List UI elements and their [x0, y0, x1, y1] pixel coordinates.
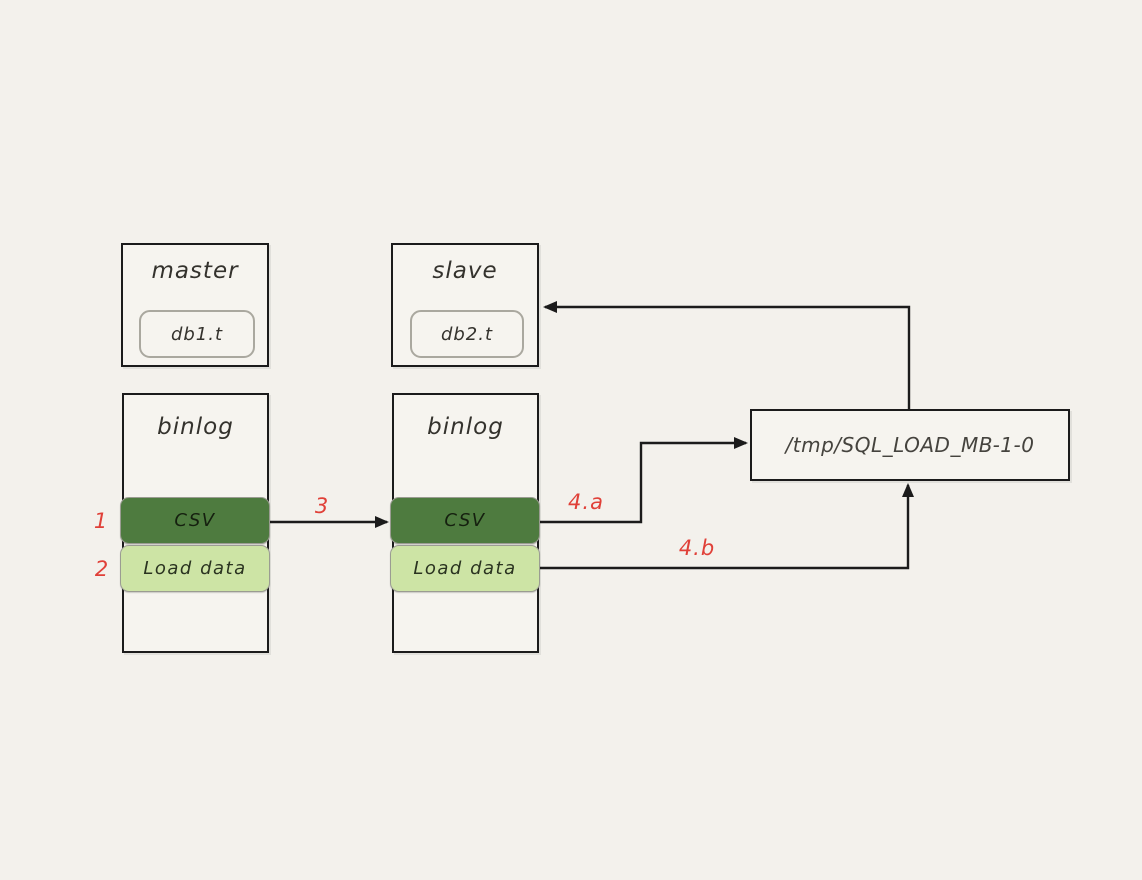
step-label-1: 1: [93, 509, 109, 533]
step-label-3: 3: [314, 494, 330, 518]
master-table-label: db1.t: [170, 323, 224, 345]
step-label-4a: 4.a: [568, 490, 604, 514]
master-binlog-label: binlog: [157, 414, 234, 440]
slave-binlog-csv-event: CSV: [390, 497, 540, 544]
master-binlog-load-data-event: Load data: [120, 545, 270, 592]
step-label-4b: 4.b: [678, 536, 716, 560]
slave-binlog-label: binlog: [427, 414, 504, 440]
tmp-file-node: /tmp/SQL_LOAD_MB-1-0: [750, 409, 1070, 481]
slave-binlog-csv-label: CSV: [444, 510, 486, 531]
slave-table-db2t: db2.t: [410, 310, 524, 358]
arrow-tmp-file-to-slave: [543, 301, 911, 409]
master-table-db1t: db1.t: [139, 310, 255, 358]
slave-binlog-load-data-event: Load data: [390, 545, 540, 592]
slave-table-label: db2.t: [440, 323, 494, 345]
slave-label: slave: [432, 258, 498, 284]
step-label-2: 2: [94, 557, 110, 581]
tmp-file-label: /tmp/SQL_LOAD_MB-1-0: [785, 433, 1035, 457]
master-binlog-csv-event: CSV: [120, 497, 270, 544]
master-binlog-csv-label: CSV: [174, 510, 216, 531]
master-label: master: [151, 258, 239, 284]
slave-binlog-load-data-label: Load data: [413, 558, 517, 579]
master-binlog-load-data-label: Load data: [143, 558, 247, 579]
